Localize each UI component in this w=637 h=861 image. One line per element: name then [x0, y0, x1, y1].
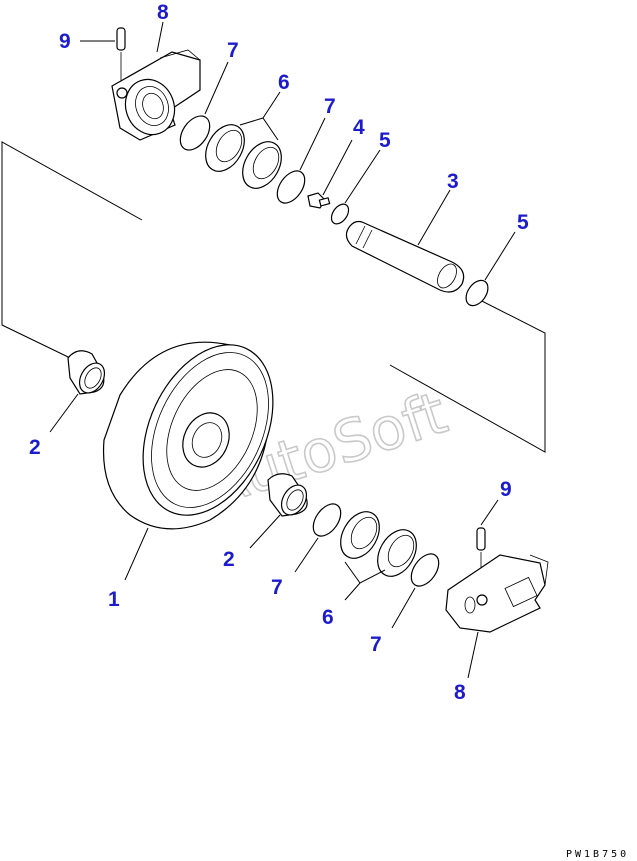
part-5-oring-a — [330, 149, 381, 225]
callout-1: 1 — [108, 588, 120, 611]
part-5-oring-b — [465, 231, 516, 307]
callout-labels: 1 2 2 3 4 5 5 6 6 7 7 7 7 8 8 9 9 — [29, 1, 529, 704]
part-6-seals-top — [205, 91, 282, 189]
callout-6-bottom: 6 — [322, 606, 334, 629]
callout-2-right: 2 — [223, 548, 235, 571]
callout-9-top: 9 — [59, 30, 71, 53]
callout-4: 4 — [353, 116, 365, 139]
part-7-oring-c — [294, 503, 342, 573]
callout-5-top: 5 — [379, 129, 391, 152]
callout-9-bottom: 9 — [500, 478, 512, 501]
part-9-pin-top — [80, 27, 126, 88]
part-8-bracket-top — [111, 21, 201, 141]
part-7-oring-a — [179, 61, 229, 151]
callout-5-right: 5 — [517, 211, 529, 234]
callout-6-top: 6 — [278, 71, 290, 94]
part-7-oring-d — [391, 553, 440, 629]
part-2-bushing-right — [249, 473, 308, 549]
part-8-bracket-bottom — [445, 554, 549, 679]
callout-2-left: 2 — [29, 436, 41, 459]
callout-7-top-left: 7 — [227, 39, 239, 62]
part-4-plug — [307, 139, 353, 209]
part-3-shaft — [345, 189, 465, 293]
callout-7-top-right: 7 — [324, 95, 336, 118]
part-1-idler-wheel — [102, 341, 274, 581]
callout-8-top: 8 — [157, 1, 169, 24]
drawing-code: PW1B750 — [566, 849, 629, 860]
callout-8-bottom: 8 — [454, 681, 466, 704]
part-2-bushing-left — [49, 350, 106, 433]
callout-7-bottom-left: 7 — [271, 576, 283, 599]
callout-7-bottom-right: 7 — [370, 633, 382, 656]
assembly-boundary-lines — [1, 141, 546, 453]
part-7-oring-b — [276, 117, 326, 204]
callout-3: 3 — [447, 170, 459, 193]
part-6-seals-bottom — [340, 511, 417, 601]
